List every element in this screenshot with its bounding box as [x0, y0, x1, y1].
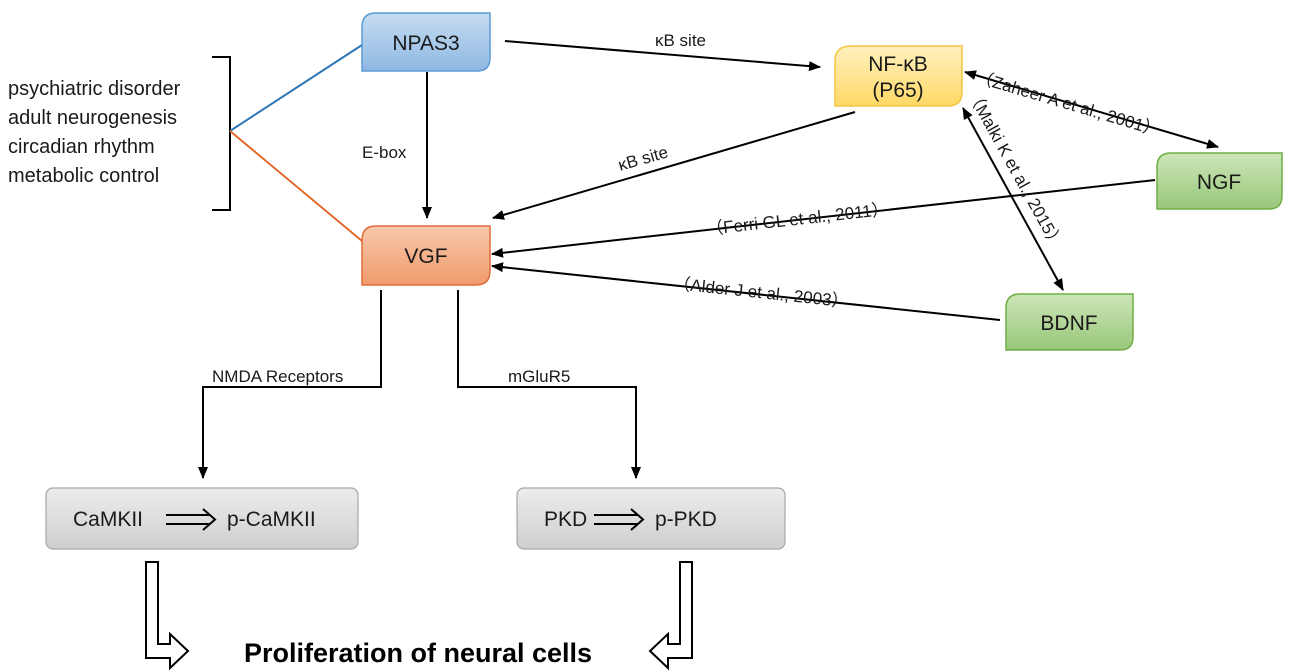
vgf-label: VGF: [404, 245, 447, 268]
ngf-node: NGF: [1156, 152, 1283, 210]
bdnf-node: BDNF: [1005, 293, 1134, 351]
nfkb-bdnf-double-arrow: [962, 107, 1064, 291]
citation-alder: （Alder J et al., 2003）: [673, 274, 850, 311]
bdnf-label: BDNF: [1040, 312, 1097, 335]
nmda-receptors-label: NMDA Receptors: [212, 367, 343, 386]
bdnf-to-vgf-arrow: [491, 262, 1001, 321]
function-item: adult neurogenesis: [8, 107, 177, 129]
vgf-node: VGF: [361, 225, 491, 286]
kb-site-label: κB site: [616, 142, 670, 174]
function-bracket: [212, 56, 231, 211]
e-box-label: E-box: [362, 143, 407, 162]
kb-site-label: κB site: [655, 31, 706, 50]
ngf-label: NGF: [1197, 171, 1241, 194]
mglur5-label: mGluR5: [508, 367, 570, 386]
camkii-outcome-arrow-icon: [145, 561, 190, 671]
citation-malki: （Malki K et al., 2015）: [964, 87, 1067, 252]
function-item: psychiatric disorder: [8, 78, 181, 100]
nfkb-to-vgf-arrow: [492, 111, 856, 220]
phosphorylation-arrow-icon: [166, 508, 217, 531]
citation-ferri: （Ferri GL et al., 2011）: [705, 200, 889, 239]
nfkb-node: NF-κB (P65): [834, 45, 963, 107]
npas3-function-link: [229, 44, 363, 132]
p-pkd-label: p-PKD: [655, 508, 717, 531]
function-item: circadian rhythm: [8, 136, 155, 158]
function-list: psychiatric disorder adult neurogenesis …: [8, 78, 181, 187]
function-item: metabolic control: [8, 165, 159, 187]
npas3-to-nfkb-arrow: [504, 40, 821, 72]
ngf-to-vgf-arrow: [491, 179, 1156, 258]
vgf-to-camkii-arrow: [198, 290, 382, 479]
vgf-to-pkd-arrow: [457, 290, 641, 479]
npas3-node: NPAS3: [361, 12, 491, 72]
p-camkii-label: p-CaMKII: [227, 508, 316, 531]
npas3-label: NPAS3: [392, 32, 459, 55]
pkd-outcome-arrow-icon: [648, 561, 693, 671]
pkd-label: PKD: [544, 508, 587, 531]
vgf-function-link: [229, 130, 363, 242]
nfkb-ngf-double-arrow: [964, 70, 1219, 149]
camkii-label: CaMKII: [73, 508, 143, 531]
camkii-box: CaMKII p-CaMKII: [45, 487, 359, 550]
proliferation-outcome-label: Proliferation of neural cells: [244, 638, 592, 668]
nfkb-label: NF-κB: [868, 53, 928, 76]
phosphorylation-arrow-icon: [594, 508, 645, 531]
nfkb-label-sub: (P65): [872, 79, 923, 102]
pkd-box: PKD p-PKD: [516, 487, 786, 550]
